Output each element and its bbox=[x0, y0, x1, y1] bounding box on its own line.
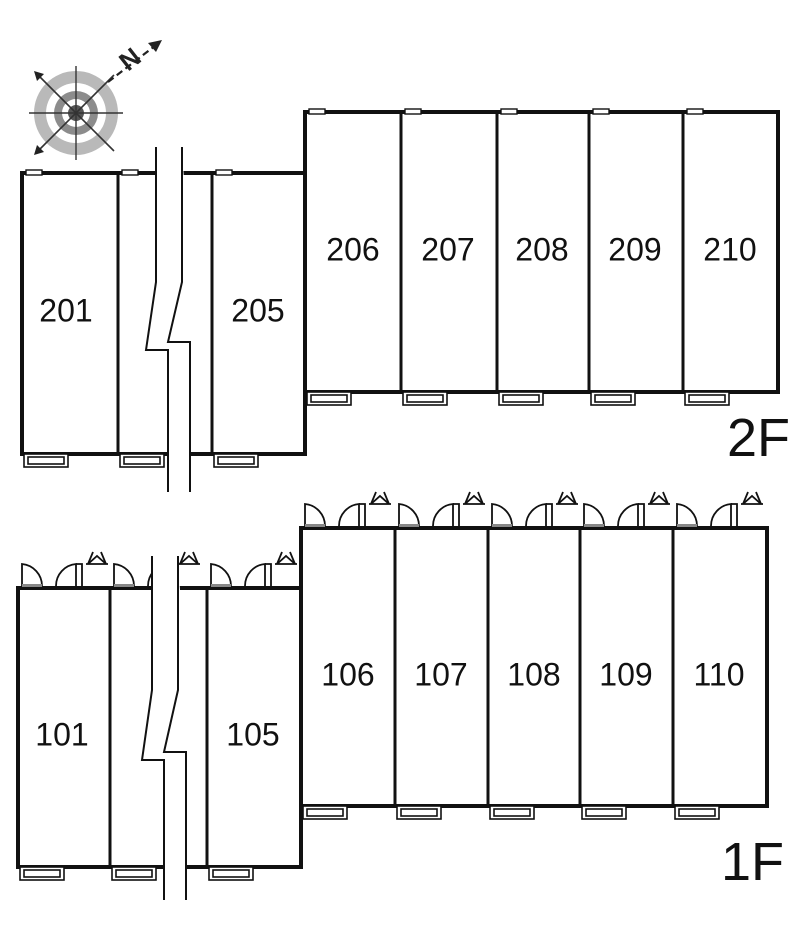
omitted-units-break-icon bbox=[140, 556, 187, 900]
door-sill bbox=[492, 524, 512, 527]
balconies-2f bbox=[23, 391, 730, 468]
unit-label: 210 bbox=[703, 231, 756, 267]
unit-label: 208 bbox=[515, 231, 568, 267]
gate-icon bbox=[463, 491, 485, 505]
unit-label: 105 bbox=[226, 716, 279, 752]
gate-icon bbox=[741, 491, 763, 505]
unit-label: 101 bbox=[35, 716, 88, 752]
door-swing-icon bbox=[55, 563, 77, 587]
unit-label: 106 bbox=[321, 656, 374, 692]
unit-label: 206 bbox=[326, 231, 379, 267]
compass-rose-icon: N bbox=[29, 40, 162, 160]
entrance-step bbox=[76, 563, 83, 586]
window-marks-2f bbox=[25, 108, 704, 176]
unit-label: 201 bbox=[39, 292, 92, 328]
floor-1f: 101 105 106 107 108 109 110 1F bbox=[16, 491, 784, 900]
door-swing-icon bbox=[338, 503, 360, 527]
gate-icon bbox=[556, 491, 578, 505]
gate-icon bbox=[369, 491, 391, 505]
entrance-step bbox=[265, 563, 272, 586]
unit-label: 109 bbox=[599, 656, 652, 692]
entrance-step bbox=[453, 503, 460, 526]
unit-label: 108 bbox=[507, 656, 560, 692]
gate-icon bbox=[178, 551, 200, 565]
door-swing-icon bbox=[113, 563, 135, 587]
gate-icon bbox=[275, 551, 297, 565]
door-symbols-1f bbox=[21, 491, 763, 587]
gate-icon bbox=[86, 551, 108, 565]
door-swing-icon bbox=[583, 503, 605, 527]
door-swing-icon bbox=[676, 503, 698, 527]
floor-label: 2F bbox=[727, 408, 790, 468]
unit-label: 209 bbox=[608, 231, 661, 267]
door-sill bbox=[114, 584, 134, 587]
unit-label: 110 bbox=[693, 656, 744, 692]
door-swing-icon bbox=[210, 563, 232, 587]
door-swing-icon bbox=[304, 503, 326, 527]
unit-label: 205 bbox=[231, 292, 284, 328]
door-sill bbox=[399, 524, 419, 527]
door-sill bbox=[22, 584, 42, 587]
unit-label: 107 bbox=[414, 656, 467, 692]
unit-label: 207 bbox=[421, 231, 474, 267]
compass-north-label: N bbox=[113, 42, 146, 77]
door-swing-icon bbox=[617, 503, 639, 527]
entrance-step bbox=[546, 503, 553, 526]
door-swing-icon bbox=[244, 563, 266, 587]
door-sill bbox=[211, 584, 231, 587]
door-sill bbox=[305, 524, 325, 527]
gate-icon bbox=[648, 491, 670, 505]
entrance-step bbox=[731, 503, 738, 526]
door-swing-icon bbox=[525, 503, 547, 527]
door-swing-icon bbox=[491, 503, 513, 527]
door-swing-icon bbox=[710, 503, 732, 527]
floor-label: 1F bbox=[721, 832, 784, 892]
omitted-units-break-icon bbox=[144, 147, 191, 492]
balconies-1f bbox=[19, 805, 720, 881]
door-swing-icon bbox=[432, 503, 454, 527]
door-swing-icon bbox=[21, 563, 43, 587]
door-swing-icon bbox=[398, 503, 420, 527]
entrance-step bbox=[638, 503, 645, 526]
floor-2f: 201 205 206 207 208 209 210 2F bbox=[20, 108, 790, 492]
door-sill bbox=[677, 524, 697, 527]
entrance-step bbox=[359, 503, 366, 526]
door-sill bbox=[584, 524, 604, 527]
